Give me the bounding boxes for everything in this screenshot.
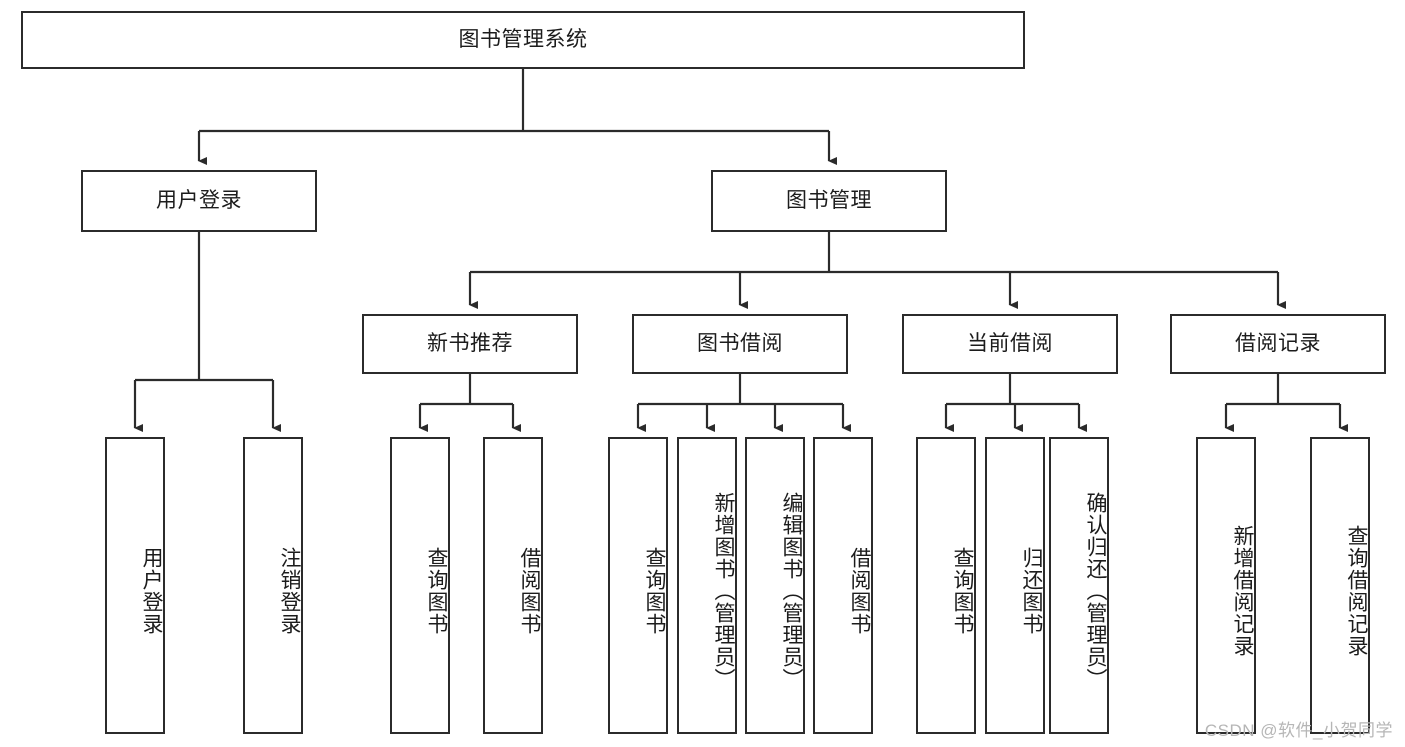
node-current-borrow[interactable]: 当前借阅	[902, 314, 1118, 374]
node-leaf-edit-book-admin[interactable]: 编辑图书（管理员）	[745, 437, 805, 734]
node-leaf-edit-book-admin-label: 编辑图书（管理员）	[780, 491, 803, 690]
node-root[interactable]: 图书管理系统	[21, 11, 1025, 69]
node-borrow-record-label: 借阅记录	[1235, 331, 1321, 355]
node-leaf-query-book-3[interactable]: 查询图书	[916, 437, 976, 734]
node-leaf-confirm-return-admin-label: 确认归还（管理员）	[1084, 491, 1107, 690]
node-book-borrow[interactable]: 图书借阅	[632, 314, 848, 374]
node-leaf-query-borrow-record-label: 查询借阅记录	[1345, 524, 1368, 657]
node-leaf-borrow-book-2-label: 借阅图书	[848, 546, 871, 635]
node-leaf-user-login-label: 用户登录	[140, 546, 163, 635]
node-leaf-logout[interactable]: 注销登录	[243, 437, 303, 734]
node-user-login[interactable]: 用户登录	[81, 170, 317, 232]
node-leaf-query-book-3-label: 查询图书	[951, 546, 974, 635]
node-new-book-recommend[interactable]: 新书推荐	[362, 314, 578, 374]
node-book-borrow-label: 图书借阅	[697, 331, 783, 355]
node-leaf-query-book-2[interactable]: 查询图书	[608, 437, 668, 734]
node-leaf-query-book-1-label: 查询图书	[425, 546, 448, 635]
node-book-manage-label: 图书管理	[786, 188, 872, 212]
node-leaf-borrow-book-2[interactable]: 借阅图书	[813, 437, 873, 734]
node-leaf-confirm-return-admin[interactable]: 确认归还（管理员）	[1049, 437, 1109, 734]
node-borrow-record[interactable]: 借阅记录	[1170, 314, 1386, 374]
node-leaf-add-book-admin-label: 新增图书（管理员）	[712, 491, 735, 690]
node-leaf-user-login[interactable]: 用户登录	[105, 437, 165, 734]
node-leaf-add-book-admin[interactable]: 新增图书（管理员）	[677, 437, 737, 734]
node-book-manage[interactable]: 图书管理	[711, 170, 947, 232]
node-leaf-return-book[interactable]: 归还图书	[985, 437, 1045, 734]
node-leaf-query-book-1[interactable]: 查询图书	[390, 437, 450, 734]
watermark-text: CSDN @软件_小贺同学	[1204, 721, 1393, 740]
node-leaf-query-borrow-record[interactable]: 查询借阅记录	[1310, 437, 1370, 734]
node-leaf-borrow-book-1[interactable]: 借阅图书	[483, 437, 543, 734]
node-leaf-borrow-book-1-label: 借阅图书	[518, 546, 541, 635]
node-root-label: 图书管理系统	[458, 27, 588, 51]
node-current-borrow-label: 当前借阅	[967, 331, 1053, 355]
node-leaf-logout-label: 注销登录	[278, 546, 301, 635]
node-new-book-recommend-label: 新书推荐	[427, 331, 513, 355]
node-leaf-return-book-label: 归还图书	[1020, 546, 1043, 635]
node-leaf-add-borrow-record-label: 新增借阅记录	[1231, 524, 1254, 657]
node-user-login-label: 用户登录	[156, 188, 242, 212]
node-leaf-query-book-2-label: 查询图书	[643, 546, 666, 635]
node-leaf-add-borrow-record[interactable]: 新增借阅记录	[1196, 437, 1256, 734]
